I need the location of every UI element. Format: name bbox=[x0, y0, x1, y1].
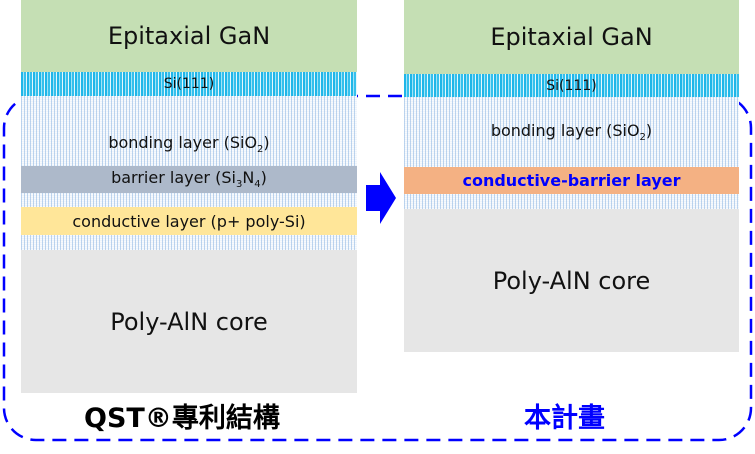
left-gan-label: Epitaxial GaN bbox=[107, 22, 271, 50]
right-conductive-barrier-layer: conductive-barrier layer bbox=[404, 167, 739, 194]
left-title: QST®專利結構 bbox=[84, 403, 280, 434]
left-conductive-label: conductive layer (p+ poly-Si) bbox=[72, 211, 306, 231]
left-oxide-gap-2 bbox=[21, 235, 357, 250]
left-epitaxial-gan-layer: Epitaxial GaN bbox=[21, 0, 357, 72]
left-poly-aln-core: Poly-AlN core bbox=[21, 250, 357, 393]
left-barrier-layer: barrier layer (Si3N4) bbox=[21, 166, 357, 193]
left-core-label: Poly-AlN core bbox=[110, 307, 268, 336]
right-gan-label: Epitaxial GaN bbox=[490, 23, 653, 51]
left-si111-layer: Si(111) bbox=[21, 72, 357, 96]
right-core-label: Poly-AlN core bbox=[492, 266, 651, 295]
right-poly-aln-core: Poly-AlN core bbox=[404, 209, 739, 352]
right-bonding-label: bonding layer (SiO2) bbox=[490, 120, 653, 144]
right-conductive-barrier-label: conductive-barrier layer bbox=[462, 171, 681, 190]
left-conductive-layer: conductive layer (p+ poly-Si) bbox=[21, 207, 357, 235]
right-bonding-layer: bonding layer (SiO2) bbox=[404, 97, 739, 167]
right-arrow-icon bbox=[366, 172, 396, 224]
left-si-label: Si(111) bbox=[163, 76, 215, 92]
left-barrier-label: barrier layer (Si3N4) bbox=[111, 168, 267, 191]
right-si-label: Si(111) bbox=[546, 77, 597, 94]
left-oxide-gap-1 bbox=[21, 193, 357, 207]
right-epitaxial-gan-layer: Epitaxial GaN bbox=[404, 0, 739, 74]
right-title: 本計畫 bbox=[524, 403, 605, 434]
right-si111-layer: Si(111) bbox=[404, 74, 739, 97]
left-bonding-label: bonding layer (SiO2) bbox=[108, 133, 270, 156]
right-oxide-gap bbox=[404, 194, 739, 209]
